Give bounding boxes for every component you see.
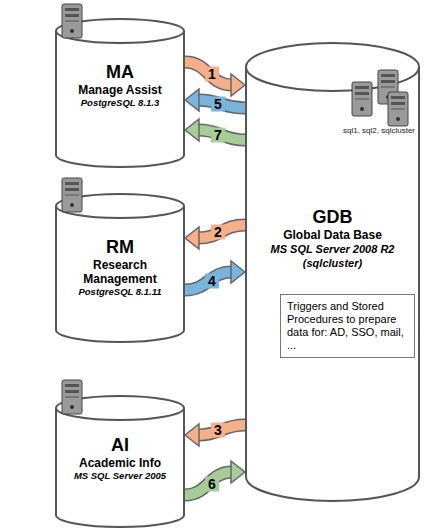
node-text: MS SQL Server 2005	[74, 470, 166, 482]
flow-arrow	[185, 89, 245, 111]
callout-number: 5	[211, 97, 225, 112]
node-text: Manage Assist	[78, 83, 162, 97]
database-cylinder: MAManage AssistPostgreSQL 8.1.3	[55, 18, 185, 168]
node-text: Global Data Base	[283, 228, 382, 242]
node-title: AI	[111, 435, 129, 456]
node-text: Research Management	[55, 258, 185, 286]
database-cylinder: GDBGlobal Data BaseMS SQL Server 2008 R2…	[245, 42, 420, 502]
callout-number: 6	[205, 476, 219, 491]
flow-arrow	[185, 461, 245, 495]
database-cylinder: AIAcademic InfoMS SQL Server 2005	[55, 395, 185, 528]
node-title: RM	[106, 237, 134, 258]
database-cylinder: RMResearch ManagementPostgreSQL 8.1.11	[55, 193, 185, 343]
callout-number: 1	[205, 66, 219, 81]
flow-arrow	[185, 62, 245, 96]
node-text: Triggers and Stored Procedures to prepar…	[287, 300, 408, 352]
node-text: (sqlcluster)	[303, 256, 362, 270]
cylinder-outline	[245, 42, 420, 502]
flow-arrow	[185, 261, 245, 290]
node-title: MA	[106, 62, 134, 83]
callout-number: 2	[211, 224, 225, 239]
callout-number: 4	[205, 274, 219, 289]
callout-number: 3	[211, 423, 225, 438]
process-box: Triggers and Stored Procedures to prepar…	[280, 294, 415, 358]
flow-arrow	[185, 225, 245, 249]
callout-number: 7	[211, 128, 225, 143]
node-title: GDB	[313, 207, 353, 228]
server-label: sql1, sql2, sqlcluster	[343, 126, 415, 136]
node-text: PostgreSQL 8.1.3	[81, 97, 160, 109]
node-text: MS SQL Server 2008 R2	[271, 242, 395, 256]
node-text: PostgreSQL 8.1.11	[78, 286, 161, 298]
node-text: Academic Info	[79, 456, 161, 470]
